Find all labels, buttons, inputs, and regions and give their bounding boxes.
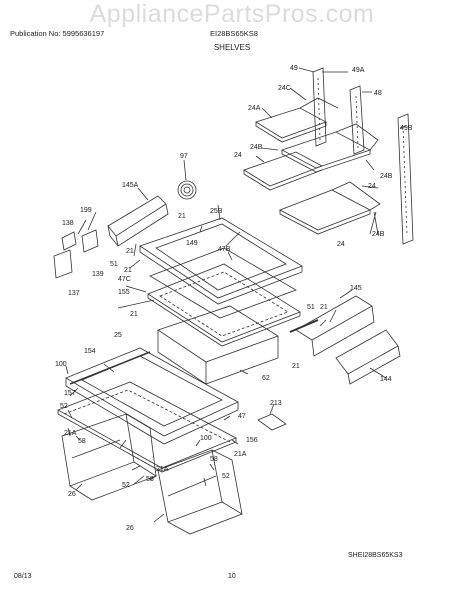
callout-145a: 145A xyxy=(122,182,139,189)
rail-145 xyxy=(295,295,373,341)
callout-21-2: 21 xyxy=(126,248,134,255)
shelf-rail-49b xyxy=(397,113,414,245)
callout-58-1: 58 xyxy=(78,438,86,445)
callout-155: 155 xyxy=(118,289,130,296)
section-title: SHELVES xyxy=(213,43,251,52)
callout-58-3: 58 xyxy=(146,476,154,483)
callout-21a-1: 21A xyxy=(64,430,77,437)
callout-24c: 24C xyxy=(278,85,291,92)
callout-21-4: 21 xyxy=(320,304,328,311)
callout-97: 97 xyxy=(180,153,188,160)
shelf-rail-49 xyxy=(312,67,327,147)
callout-157: 157 xyxy=(64,390,76,397)
rail-47c xyxy=(149,247,297,319)
shelf-rail-48 xyxy=(349,85,365,155)
publication-date: 08/13 xyxy=(14,573,32,580)
crisper-62 xyxy=(157,305,279,363)
callout-138: 138 xyxy=(62,220,74,227)
callout-24-3: 24 xyxy=(337,241,345,248)
callout-21a-3: 21A xyxy=(156,466,169,473)
callout-51-2: 51 xyxy=(307,304,315,311)
watermark: AppliancePartsPros.com xyxy=(89,0,375,28)
callout-139: 139 xyxy=(92,271,104,278)
control-panel-145a xyxy=(107,195,167,237)
callout-100-1: 100 xyxy=(55,361,67,368)
shelf-24-lower xyxy=(279,189,371,231)
glass-shelf-25 xyxy=(65,347,239,437)
callout-26-2: 26 xyxy=(126,525,134,532)
callout-199: 199 xyxy=(80,207,92,214)
page-number: 10 xyxy=(228,573,236,580)
callout-213: 213 xyxy=(270,400,282,407)
callout-25b: 25B xyxy=(210,208,223,215)
callout-62: 62 xyxy=(262,375,270,382)
part-213 xyxy=(257,413,287,431)
callout-149: 149 xyxy=(186,240,198,247)
callout-137: 137 xyxy=(68,290,80,297)
figure-code: SHEI28BS65KS3 xyxy=(348,552,403,559)
callout-51-1: 51 xyxy=(110,261,118,268)
callout-52-2: 52 xyxy=(222,473,230,480)
publication-number: Publication No: 5995636197 xyxy=(10,29,105,38)
part-138 xyxy=(61,231,77,251)
callout-47c: 47C xyxy=(118,276,131,283)
callout-144: 144 xyxy=(380,376,392,383)
callout-25: 25 xyxy=(114,332,122,339)
callout-52-3: 52 xyxy=(122,482,130,489)
callout-47: 47 xyxy=(238,413,246,420)
callout-21-1: 21 xyxy=(178,213,186,220)
callout-21a-2: 21A xyxy=(234,451,247,458)
part-137 xyxy=(53,249,73,279)
callout-49a: 49A xyxy=(352,67,365,74)
callout-52-1: 52 xyxy=(60,403,68,410)
part-97 xyxy=(177,180,197,200)
callout-26-1: 26 xyxy=(68,491,76,498)
callout-49b: 49B xyxy=(400,125,413,132)
rail-144 xyxy=(335,329,399,375)
callout-24-1: 24 xyxy=(234,152,242,159)
callout-156: 156 xyxy=(246,437,258,444)
callout-21-3: 21 xyxy=(124,267,132,274)
callout-24b-2: 24B xyxy=(380,173,393,180)
callout-47b: 47B xyxy=(218,246,231,253)
callout-48: 48 xyxy=(374,90,382,97)
callout-21-6: 21 xyxy=(292,363,300,370)
callout-24-2: 24 xyxy=(368,183,376,190)
glass-shelf-25b xyxy=(139,217,303,299)
callout-100-2: 100 xyxy=(200,435,212,442)
callout-49: 49 xyxy=(290,65,298,72)
callout-24a: 24A xyxy=(248,105,261,112)
callout-58-2: 58 xyxy=(210,456,218,463)
callout-154: 154 xyxy=(84,348,96,355)
callout-24b-1: 24B xyxy=(250,144,263,151)
callout-145: 145 xyxy=(350,285,362,292)
callout-21-5: 21 xyxy=(130,311,138,318)
part-139 xyxy=(81,229,99,253)
callout-24b-3: 24B xyxy=(372,231,385,238)
model-number: EI28BS65KS8 xyxy=(210,29,258,38)
